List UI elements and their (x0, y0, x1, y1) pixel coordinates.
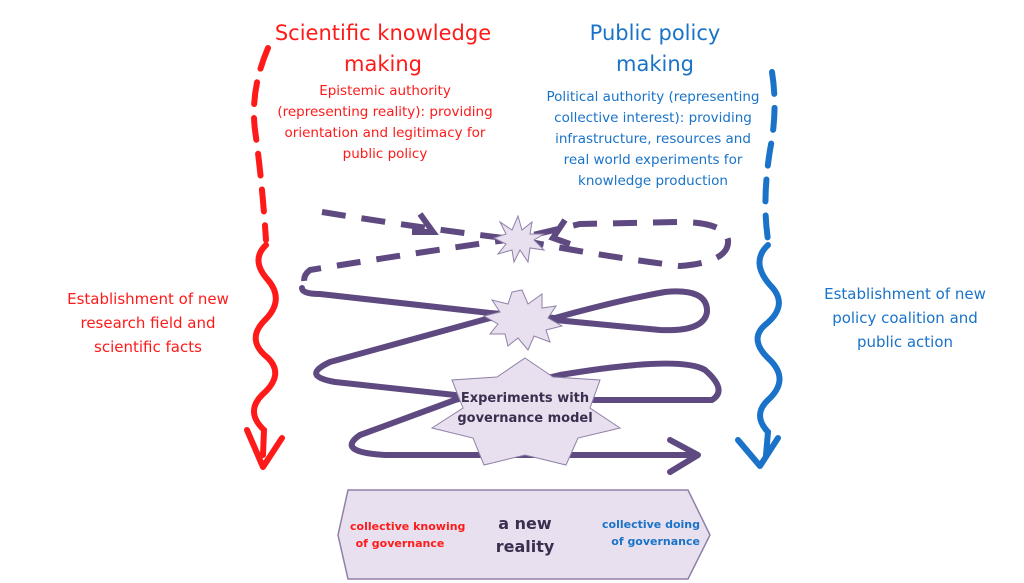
collective-knowing-label: collective knowing of governance (350, 518, 466, 552)
outcome-line: Establishment of new (67, 290, 229, 308)
collective-doing-label: collective doing of governance (590, 516, 700, 550)
process-arrowhead (667, 437, 701, 475)
dashed-arrowhead-left (548, 218, 571, 247)
desc-line: Epistemic authority (319, 83, 451, 99)
label-line: a new (498, 514, 552, 533)
policy-title-line: making (616, 52, 694, 76)
science-title-line: Scientific knowledge (274, 21, 492, 45)
policy-wavy-line (754, 242, 783, 458)
outcome-line: scientific facts (94, 338, 202, 356)
science-wavy-line (251, 242, 279, 458)
outcome-line: public action (856, 333, 954, 351)
desc-line: public policy (342, 146, 428, 162)
outcome-line: research field and (80, 314, 216, 332)
experiments-star (430, 357, 622, 466)
science-dashed-line (250, 45, 271, 243)
science-arrowhead (244, 427, 285, 470)
desc-line: knowledge production (578, 173, 728, 189)
science-title: Scientific knowledge making (233, 18, 533, 80)
policy-arrow (735, 69, 783, 469)
policy-dashed-line (762, 69, 778, 243)
science-description: Epistemic authority (representing realit… (235, 81, 535, 165)
desc-line: (representing reality): providing (277, 104, 493, 120)
dashed-arrowhead-right (412, 212, 439, 235)
collision-star-top (492, 214, 546, 264)
desc-line: collective interest): providing (554, 110, 752, 126)
dashed-process-loop (301, 209, 732, 286)
experiments-label: Experiments with governance model (445, 389, 605, 429)
science-title-line: making (344, 52, 422, 76)
outcome-line: policy coalition and (832, 309, 978, 327)
label-line: Experiments with (460, 391, 590, 406)
desc-line: infrastructure, resources and (555, 131, 751, 147)
desc-line: Political authority (representing (546, 89, 760, 105)
new-reality-label: a new reality (475, 512, 575, 558)
policy-title-line: Public policy (589, 21, 721, 45)
policy-title: Public policy making (505, 18, 805, 80)
policy-outcome: Establishment of new policy coalition an… (785, 282, 1024, 354)
outcome-line: Establishment of new (824, 285, 986, 303)
label-line: governance model (457, 411, 593, 426)
new-reality-hexagon (337, 489, 711, 580)
policy-arrowhead (735, 435, 781, 469)
science-outcome: Establishment of new research field and … (28, 287, 268, 359)
desc-line: real world experiments for (563, 152, 743, 168)
label-line: reality (495, 537, 555, 556)
science-arrow (244, 45, 285, 470)
collision-star-middle (482, 289, 564, 351)
policy-description: Political authority (representing collec… (503, 87, 803, 192)
solid-process-loop (299, 285, 722, 475)
label-line: collective doing (602, 518, 700, 531)
label-line: of governance (611, 535, 700, 548)
label-line: of governance (355, 537, 445, 550)
label-line: collective knowing (350, 520, 466, 533)
desc-line: orientation and legitimacy for (284, 125, 486, 141)
